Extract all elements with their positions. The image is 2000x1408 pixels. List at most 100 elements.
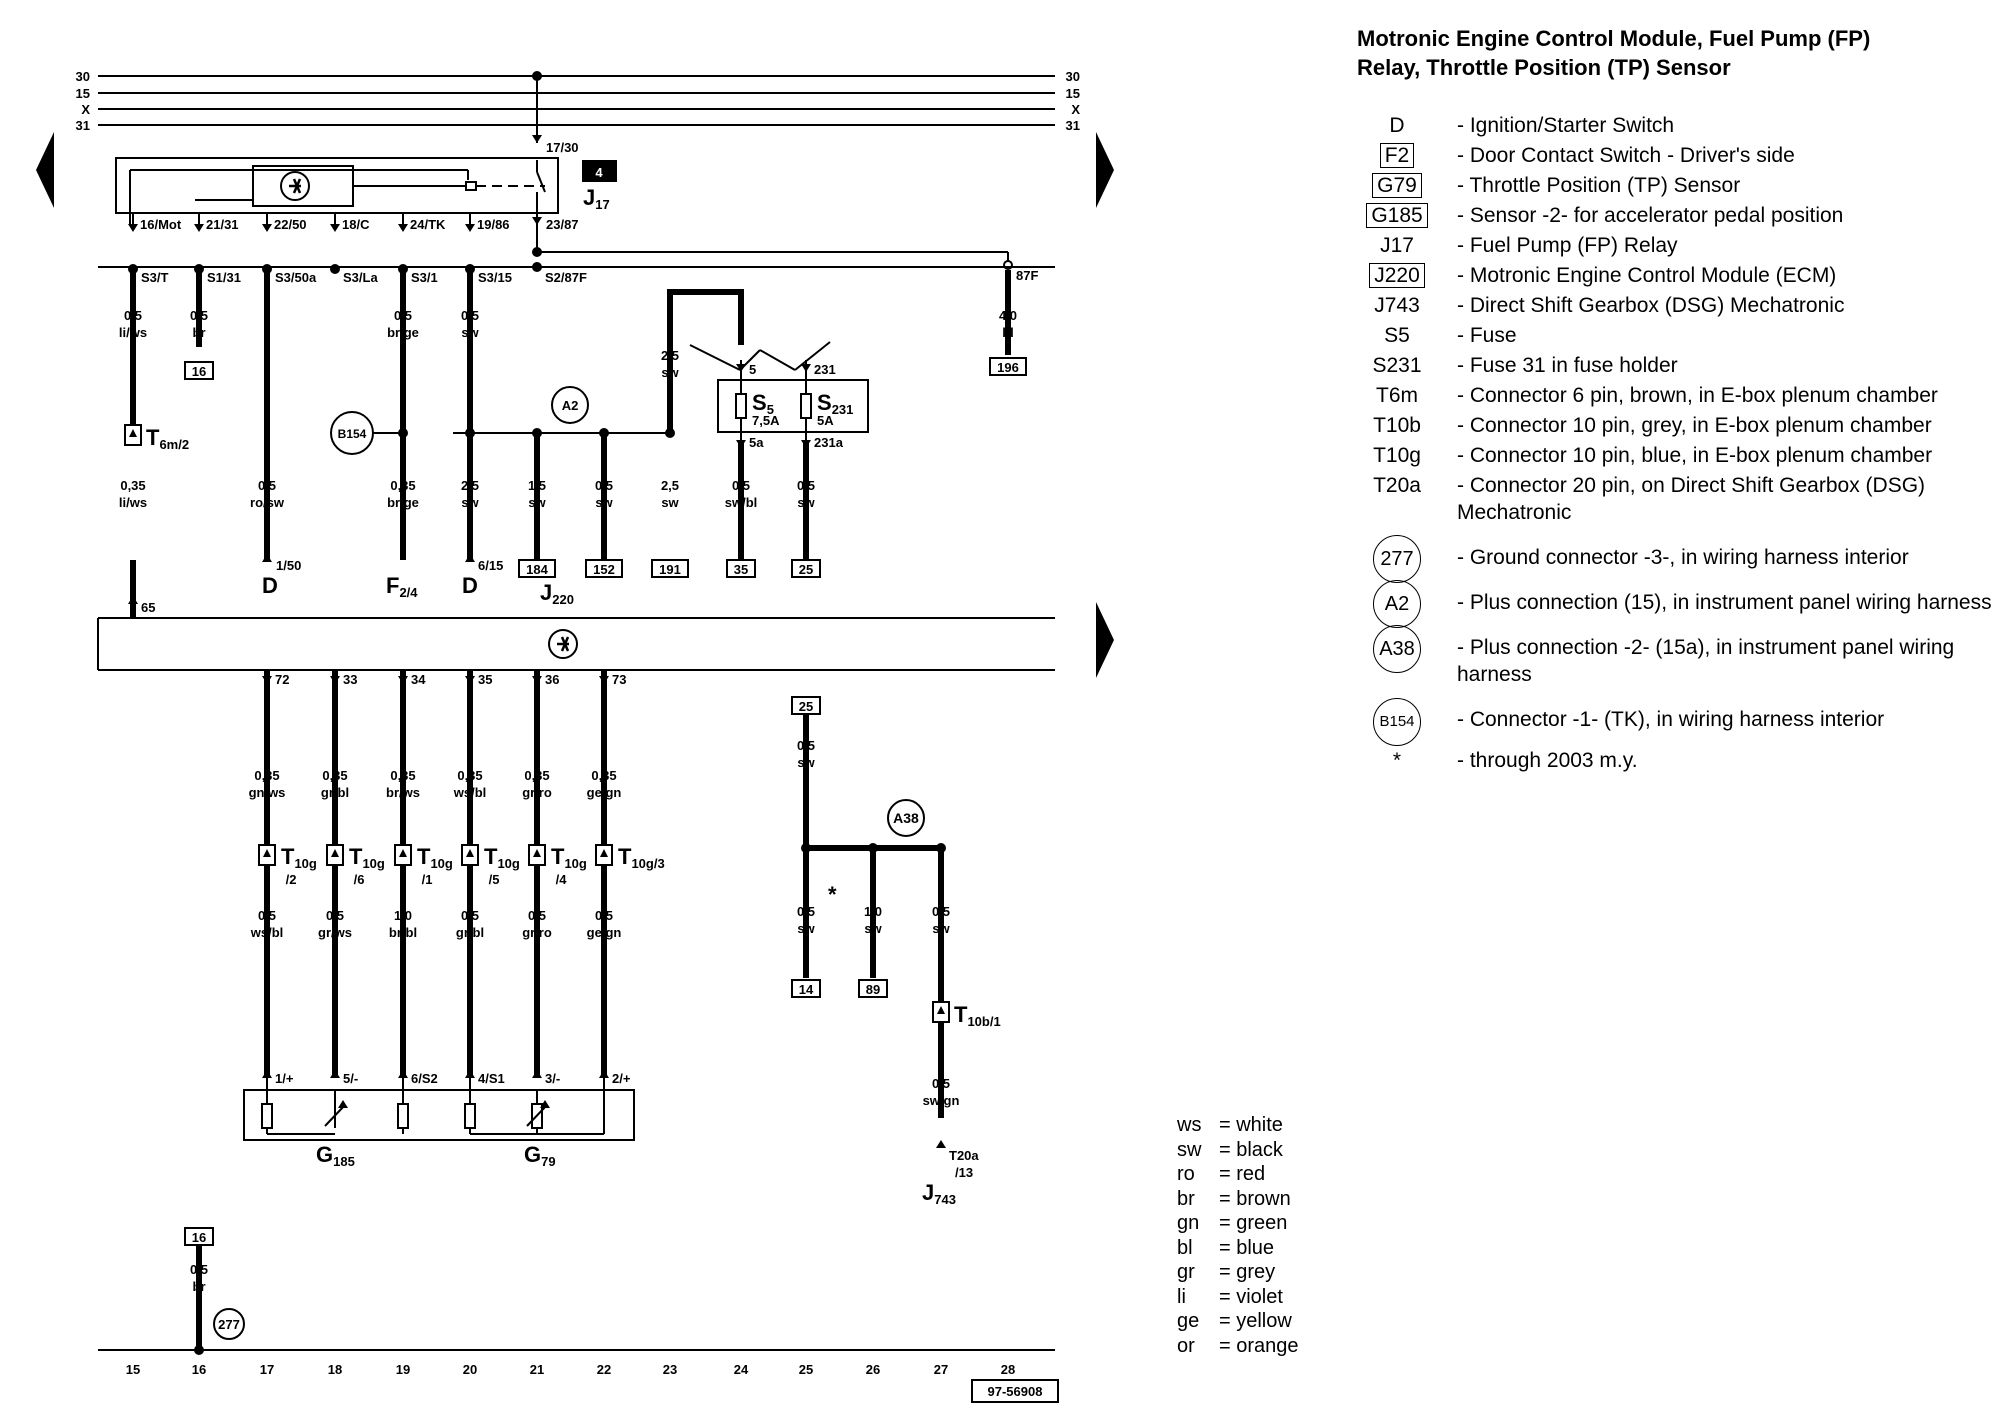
rail-label-left: 31 <box>76 118 90 133</box>
legend-item-a38: A38- Plus connection -2- (15a), in instr… <box>1357 625 1997 688</box>
legend-description: - Sensor -2- for accelerator pedal posit… <box>1457 204 1844 227</box>
track-number: 26 <box>866 1362 880 1377</box>
ref-box-16-ground-label: 16 <box>192 1230 206 1245</box>
connector-t10g-pin: /6 <box>354 872 365 887</box>
legend-description: - Connector 10 pin, blue, in E-box plenu… <box>1457 444 1933 467</box>
wire-upper-5-color: sw <box>661 365 679 380</box>
legend-description: - Plus connection (15), in instrument pa… <box>1457 591 1992 614</box>
a2-junction <box>599 428 609 438</box>
wire-sensor-top-3-color: br/ws <box>386 785 420 800</box>
wire-upper-2-size: 0,5 <box>190 308 208 323</box>
legend-item-: *- through 2003 m.y. <box>1357 747 1997 774</box>
target-d-ignition: D <box>262 573 278 598</box>
wire-sensor-bot-5-size: 0,5 <box>528 908 546 923</box>
connector-arrow-icon <box>533 849 541 857</box>
legend-item-t6m: T6m- Connector 6 pin, brown, in E-box pl… <box>1357 382 1997 409</box>
wire-color-or: or= orange <box>1177 1334 1299 1357</box>
fuse-terminal-label: S2/87F <box>545 270 587 285</box>
wire-sensor-bot-1-size: 0,5 <box>258 908 276 923</box>
b154-junction <box>398 428 408 438</box>
relay-pin-arrow-icon <box>465 224 475 232</box>
fuse-icon <box>735 393 747 419</box>
relay-out-terminal-label: 23/87 <box>546 217 579 232</box>
ref-box-184 <box>518 559 556 578</box>
fuse-terminal-87f: 87F <box>1016 268 1038 283</box>
track-number: 23 <box>663 1362 677 1377</box>
ref-box-184-label: 184 <box>526 562 548 577</box>
legend-description: - Ground connector -3-, in wiring harnes… <box>1457 546 1909 569</box>
arrow-d-icon <box>262 554 272 562</box>
next-page-arrow-icon <box>1096 132 1114 208</box>
sensor-box <box>243 1089 635 1141</box>
relay-pin-arrow-icon <box>330 224 340 232</box>
fuse-rating: 7,5A <box>752 413 780 428</box>
sensor-pin: 5/- <box>343 1071 358 1086</box>
wire-upper-1-size: 0,5 <box>124 308 142 323</box>
sensor-pin-arrow-icon <box>262 1070 272 1078</box>
ref-box-25-bottom-label: 25 <box>799 699 813 714</box>
wire-upper-3-size: 0,5 <box>394 308 412 323</box>
rail-label-right: 31 <box>1066 118 1080 133</box>
ecm-pin: 34 <box>411 672 426 687</box>
connector-arrow-icon <box>331 849 339 857</box>
fuse-feed <box>689 344 741 371</box>
legend-description: - Connector 10 pin, grey, in E-box plenu… <box>1457 414 1932 437</box>
ref-box-191-label: 191 <box>659 562 681 577</box>
fuse-holder-box <box>717 379 869 433</box>
legend-code: G79 <box>1357 172 1437 199</box>
legend-panel: Motronic Engine Control Module, Fuel Pum… <box>1357 24 1997 777</box>
relay-j17-label: J17 <box>583 185 610 212</box>
target-j743: J743 <box>922 1180 956 1207</box>
ecm-pin-arrow-icon <box>262 676 272 684</box>
track-number: 22 <box>597 1362 611 1377</box>
wire-color-bl: bl= blue <box>1177 1236 1275 1259</box>
relay-30-arrow-icon <box>532 135 542 143</box>
splice-b154 <box>330 411 374 455</box>
ecm-pin: 36 <box>545 672 559 687</box>
sensor-pin: 1/+ <box>275 1071 294 1086</box>
wire-upper-4-size: 0,5 <box>461 308 479 323</box>
legend-description: - through 2003 m.y. <box>1457 749 1638 772</box>
legend-description: - Door Contact Switch - Driver's side <box>1457 144 1795 167</box>
wire-mid-3-size: 0,35 <box>390 478 415 493</box>
wire-sensor-bot-2-size: 0,5 <box>326 908 344 923</box>
wire-mid-7-color: sw <box>661 495 679 510</box>
wire-sensor-top-6-color: ge/gn <box>587 785 622 800</box>
connector-t10g-pin: /5 <box>489 872 500 887</box>
legend-description: - Plus connection -2- (15a), in instrume… <box>1457 636 1955 686</box>
connector-t10g-label: T10g <box>484 844 520 871</box>
wire-sensor-top-3-size: 0,35 <box>390 768 415 783</box>
legend-code: G185 <box>1357 202 1437 229</box>
wire-sw-gn-color: sw/gn <box>923 1093 960 1108</box>
target-f2: F2/4 <box>386 573 418 600</box>
wire-sensor-top-1-size: 0,35 <box>254 768 279 783</box>
drawing-number-box <box>971 1379 1059 1403</box>
wire-color-gn: gn= green <box>1177 1212 1288 1234</box>
legend-item-g79: G79- Throttle Position (TP) Sensor <box>1357 172 1997 199</box>
ecm-pin: 72 <box>275 672 289 687</box>
wire-sensor-top-2-size: 0,35 <box>322 768 347 783</box>
relay-pin-label: 22/50 <box>274 217 307 232</box>
wire-upper-4-color: sw <box>461 325 479 340</box>
wire-sensor-top-5-color: gr/ro <box>522 785 552 800</box>
wire-sensor-bot-4-color: gr/bl <box>456 925 484 940</box>
connector-t10g-label: T10g <box>349 844 385 871</box>
fuse-icon <box>800 393 812 419</box>
track-number: 25 <box>799 1362 813 1377</box>
relay-pin-label: 19/86 <box>477 217 510 232</box>
legend-description: - Connector -1- (TK), in wiring harness … <box>1457 708 1885 731</box>
legend-code: 277 <box>1357 535 1437 583</box>
wire-right-1-size: 0,5 <box>797 904 815 919</box>
ref-box-16 <box>184 361 214 380</box>
legend-item-a2: A2 - Plus connection (15), in instrument … <box>1357 580 1997 628</box>
legend-code: A2 <box>1357 580 1437 628</box>
wire-sw-gn-size: 0,5 <box>932 1076 950 1091</box>
a2-junction <box>532 428 542 438</box>
legend-item-b154: B154- Connector -1- (TK), in wiring harn… <box>1357 698 1997 746</box>
connector-arrow-icon <box>937 1006 945 1014</box>
fuse-terminal-label: S3/50a <box>275 270 317 285</box>
sensor-pin-arrow-icon <box>398 1070 408 1078</box>
ecm-pin-arrow-icon <box>465 676 475 684</box>
connector-t20a-label: T20a <box>949 1148 979 1163</box>
wire-sensor-top-4-color: ws/bl <box>453 785 487 800</box>
